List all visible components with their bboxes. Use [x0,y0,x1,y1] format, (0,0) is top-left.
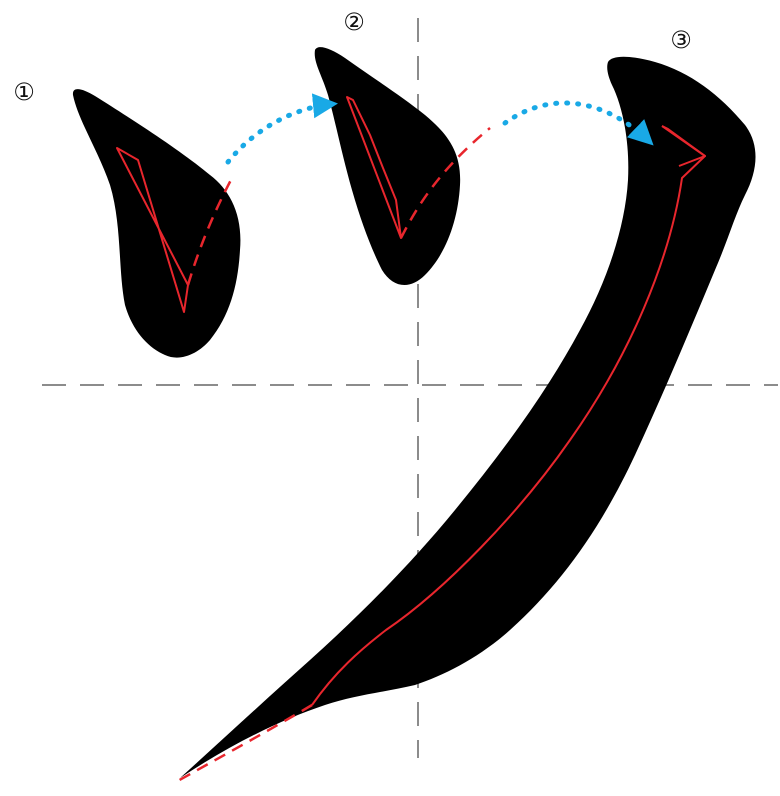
step-label-1: ① [13,78,35,106]
stroke-3-brush-shape [180,57,756,778]
step-label-3: ③ [670,26,692,54]
stroke-3-tail-extension [176,705,312,782]
transition-arrow-1-to-2 [228,104,333,162]
stroke-2-brush-shape [315,47,460,285]
step-label-2: ② [343,8,365,36]
